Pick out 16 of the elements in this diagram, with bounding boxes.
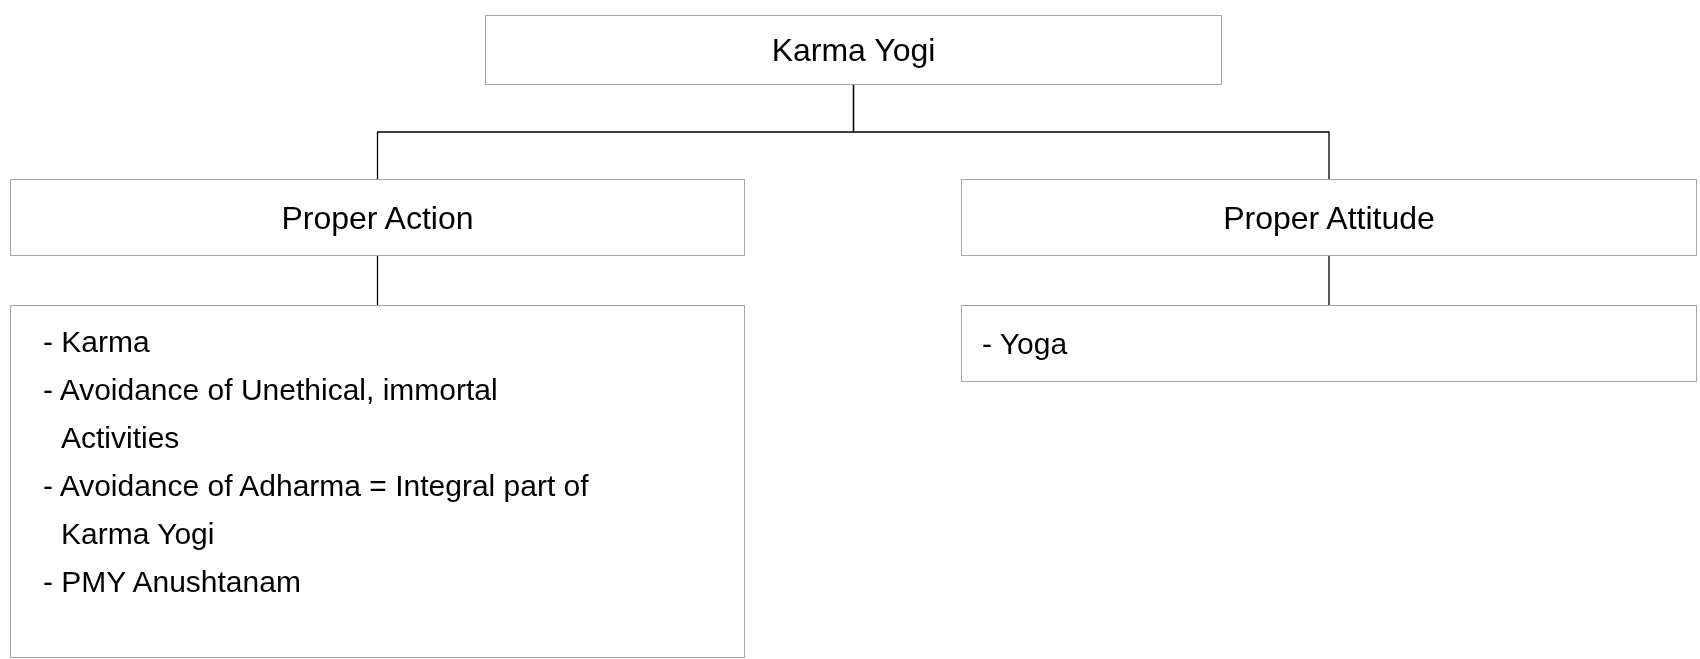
- list-item: - Karma: [42, 324, 150, 360]
- text-box: [961, 179, 1697, 256]
- connector-line: [1328, 255, 1330, 306]
- list-item: - Yoga: [982, 325, 1068, 362]
- list-item: - PMY Anushtanam: [42, 564, 301, 600]
- text-box: [10, 179, 745, 256]
- box-title: Proper Action: [281, 198, 474, 238]
- list-item: - Avoidance of Unethical, immortal Activities: [42, 372, 499, 456]
- box-title: Proper Attitude: [1223, 198, 1435, 238]
- connector-line: [376, 255, 379, 306]
- list-item: - Avoidance of Adharma = Integral part of Karma Yogi: [42, 468, 590, 552]
- box-title: Karma Yogi: [771, 31, 936, 70]
- text-box: [961, 305, 1697, 382]
- connector-line: [852, 84, 1330, 180]
- list-box: [10, 305, 745, 658]
- text-box: [485, 15, 1222, 85]
